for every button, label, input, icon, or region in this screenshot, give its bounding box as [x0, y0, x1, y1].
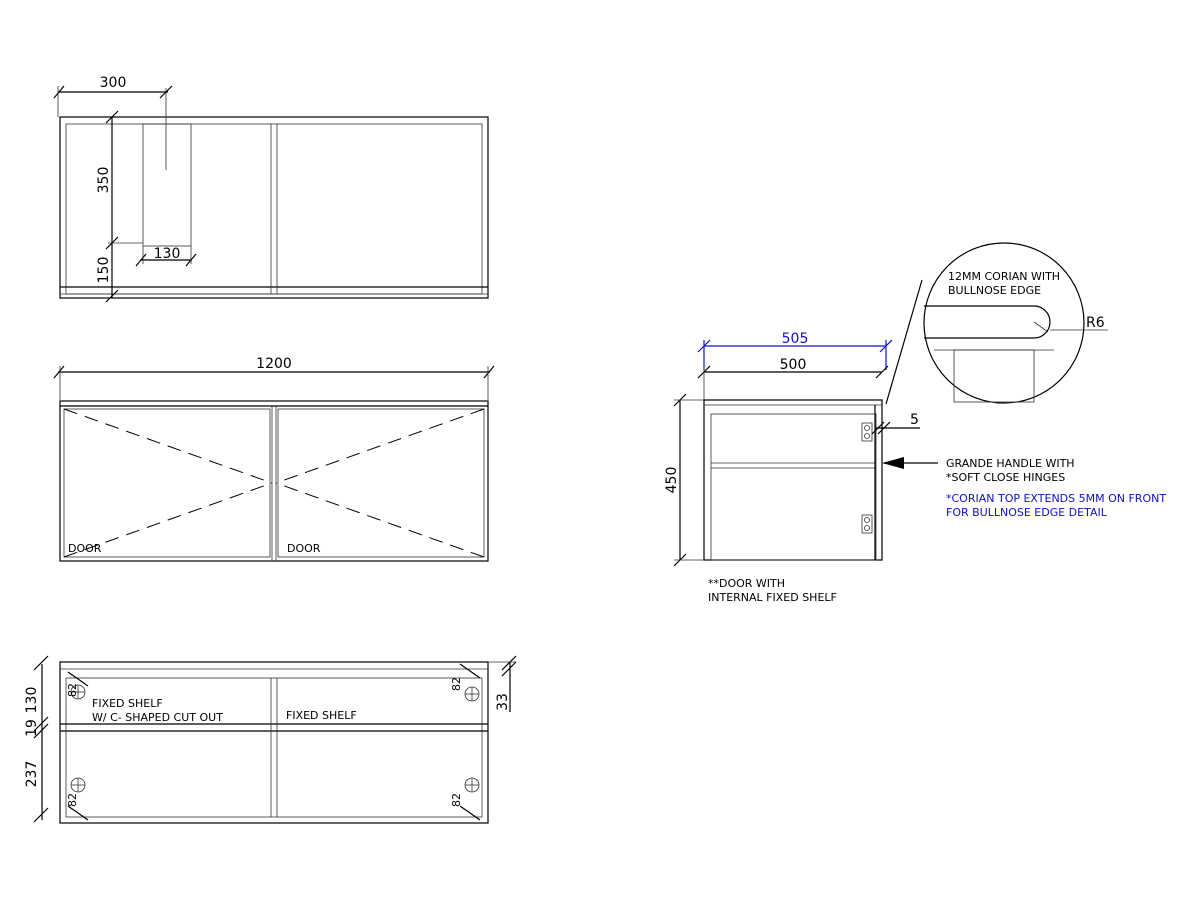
corian-note-line-2: FOR BULLNOSE EDGE DETAIL — [946, 506, 1108, 519]
handle-note-line-1: GRANDE HANDLE WITH — [946, 457, 1075, 470]
shelf-left-label-1: FIXED SHELF — [92, 697, 163, 710]
detail-note-line-2: BULLNOSE EDGE — [948, 284, 1041, 297]
detail-note-line-1: 12MM CORIAN WITH — [948, 270, 1060, 283]
side-dim-top: 500 — [780, 357, 807, 373]
plan-dim-width: 300 — [100, 75, 127, 91]
front-view: 1200 DOOR DOOR — [53, 356, 495, 562]
door-left-label: DOOR — [68, 542, 102, 555]
door-note-line-2: INTERNAL FIXED SHELF — [708, 591, 837, 604]
hole-br-label: 82 — [450, 793, 463, 807]
section-dim-right: 33 — [495, 693, 511, 711]
front-dim-total: 1200 — [256, 356, 292, 372]
section-dim-left-mid: 19 — [24, 719, 40, 737]
hinge-top — [861, 422, 873, 442]
side-view: 505 500 450 5 — [664, 242, 1166, 604]
hole-bottom-left: 82 — [66, 777, 89, 821]
hole-bottom-right: 82 — [450, 777, 481, 821]
side-dim-offset: 5 — [910, 412, 919, 428]
shelf-right-label: FIXED SHELF — [286, 709, 357, 722]
plan-view: 300 350 150 130 — [53, 75, 489, 303]
door-note-line-1: **DOOR WITH — [708, 577, 785, 590]
side-dim-height: 450 — [664, 467, 680, 494]
section-dim-left-bottom: 237 — [24, 761, 40, 788]
handle-note-line-2: *SOFT CLOSE HINGES — [946, 471, 1065, 484]
section-view: 130 19 237 33 82 82 82 — [24, 655, 517, 824]
hole-bl-label: 82 — [66, 793, 79, 807]
side-dim-top-blue: 505 — [782, 331, 809, 347]
hole-tl-label: 82 — [66, 683, 79, 697]
hole-tr-label: 82 — [450, 677, 463, 691]
plan-dim-cutout: 130 — [154, 246, 181, 262]
hole-top-left: 82 — [66, 671, 89, 700]
door-right-label: DOOR — [287, 542, 321, 555]
plan-dim-height: 350 — [96, 167, 112, 194]
shelf-left-label-2: W/ C- SHAPED CUT OUT — [92, 711, 223, 724]
section-dim-left-top: 130 — [24, 687, 40, 714]
plan-dim-bottom: 150 — [96, 257, 112, 284]
detail-radius-label: R6 — [1086, 315, 1105, 331]
corian-note-line-1: *CORIAN TOP EXTENDS 5MM ON FRONT — [946, 492, 1166, 505]
hole-top-right: 82 — [450, 663, 481, 702]
hinge-bottom — [861, 514, 873, 534]
